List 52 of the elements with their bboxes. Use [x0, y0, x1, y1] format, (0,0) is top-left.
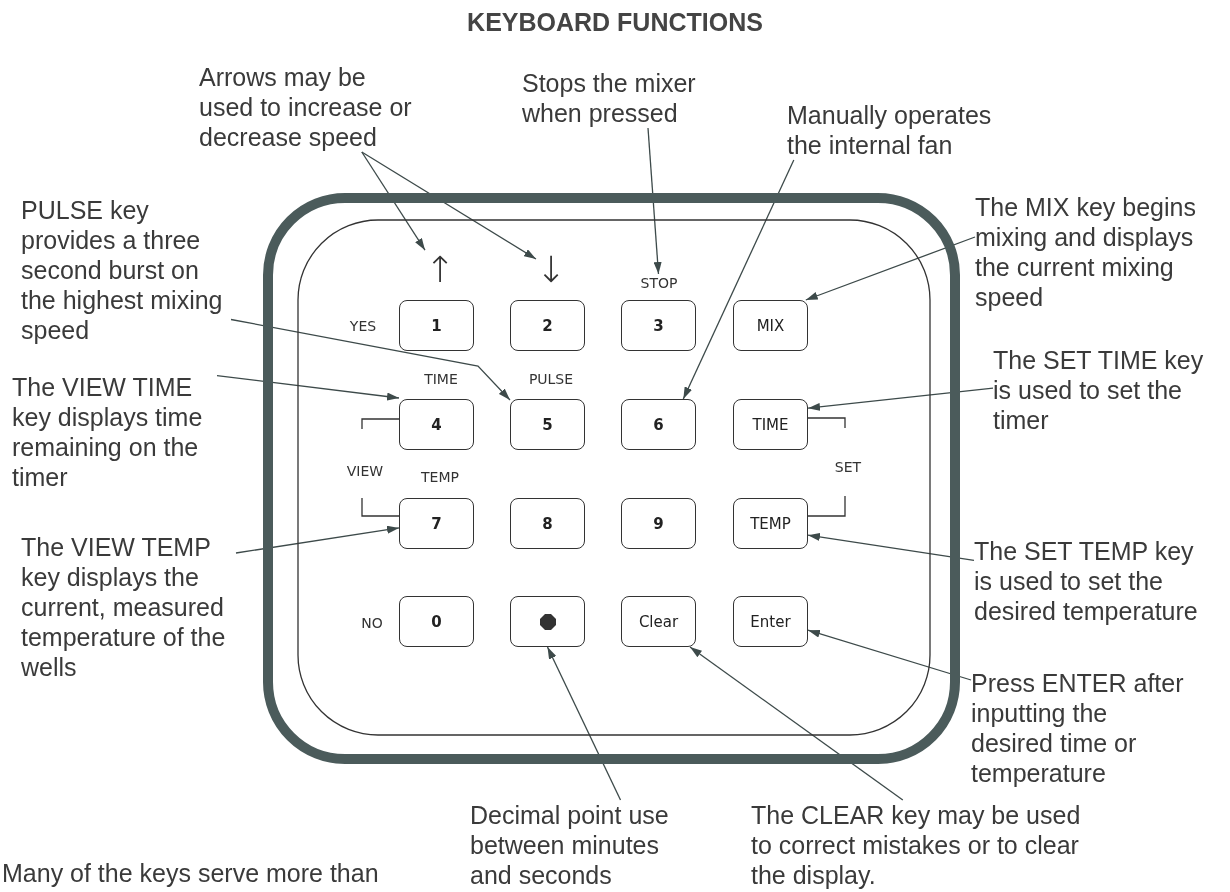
keypad-key: 6: [621, 399, 696, 450]
leader-arrow: [235, 525, 400, 554]
leader-arrow: [361, 151, 537, 260]
leader-arrow: [647, 127, 662, 275]
keypad-key: 4: [399, 399, 474, 450]
keypad-key: TIME: [733, 399, 808, 450]
keypad-key: 0: [399, 596, 474, 647]
leader-arrow: [682, 159, 795, 400]
arrow-symbol: ↑: [425, 248, 449, 292]
leader-arrow: [689, 646, 904, 801]
callout-text: Press ENTER after inputting the desired time or temperature: [971, 668, 1191, 788]
keypad-key: 1: [399, 300, 474, 351]
callout-text: PULSE key provides a three second burst on the highest mixing speed: [21, 195, 231, 345]
diagram-title: KEYBOARD FUNCTIONS: [466, 8, 764, 37]
keypad-key: 2: [510, 300, 585, 351]
note-text: Many of the keys serve more than: [2, 858, 379, 888]
key-label: TIME: [423, 370, 459, 388]
callout-text: Stops the mixer when pressed: [522, 68, 722, 128]
keypad-key: Enter: [733, 596, 808, 647]
key-label: NO: [360, 614, 384, 632]
keypad-key: TEMP: [733, 498, 808, 549]
keypad-key: Clear: [621, 596, 696, 647]
leader-arrow: [216, 374, 400, 401]
callout-text: Arrows may be used to increase or decrease speed: [199, 62, 419, 152]
leader-arrow: [805, 236, 976, 301]
keypad-key: 9: [621, 498, 696, 549]
keypad-key: MIX: [733, 300, 808, 351]
leader-arrow: [807, 533, 975, 561]
leader-arrow: [807, 387, 994, 411]
key-label: TEMP: [420, 468, 460, 486]
keypad-key: 3: [621, 300, 696, 351]
callout-text: The CLEAR key may be used to correct mistakes or to clear the display.: [751, 800, 1096, 890]
key-label: YES: [348, 317, 378, 335]
key-label: STOP: [639, 274, 679, 292]
leader-arrow: [546, 646, 622, 801]
callout-text: Manually operates the internal fan: [787, 100, 1012, 160]
callout-text: The SET TEMP key is used to set the desired temperature: [974, 536, 1214, 626]
keypad-key: 5: [510, 399, 585, 450]
key-label: SET: [833, 458, 863, 476]
leader-arrow: [361, 151, 426, 251]
arrow-symbol: ↓: [536, 248, 560, 292]
callout-text: Decimal point use between minutes and seconds: [470, 800, 685, 890]
leader-arrow: [230, 318, 511, 401]
keypad-frame: [263, 193, 960, 764]
callout-text: The VIEW TEMP key displays the current, measured temperature of the wells: [21, 532, 236, 682]
keypad-key: 8: [510, 498, 585, 549]
key-label: VIEW: [345, 462, 385, 480]
keypad-key: 7: [399, 498, 474, 549]
callout-text: The VIEW TIME key displays time remaining on the timer: [12, 372, 217, 492]
callout-text: The SET TIME key is used to set the timer: [993, 345, 1223, 435]
callout-text: The MIX key begins mixing and displays the current mixing speed: [975, 192, 1210, 312]
key-label: PULSE: [527, 370, 575, 388]
